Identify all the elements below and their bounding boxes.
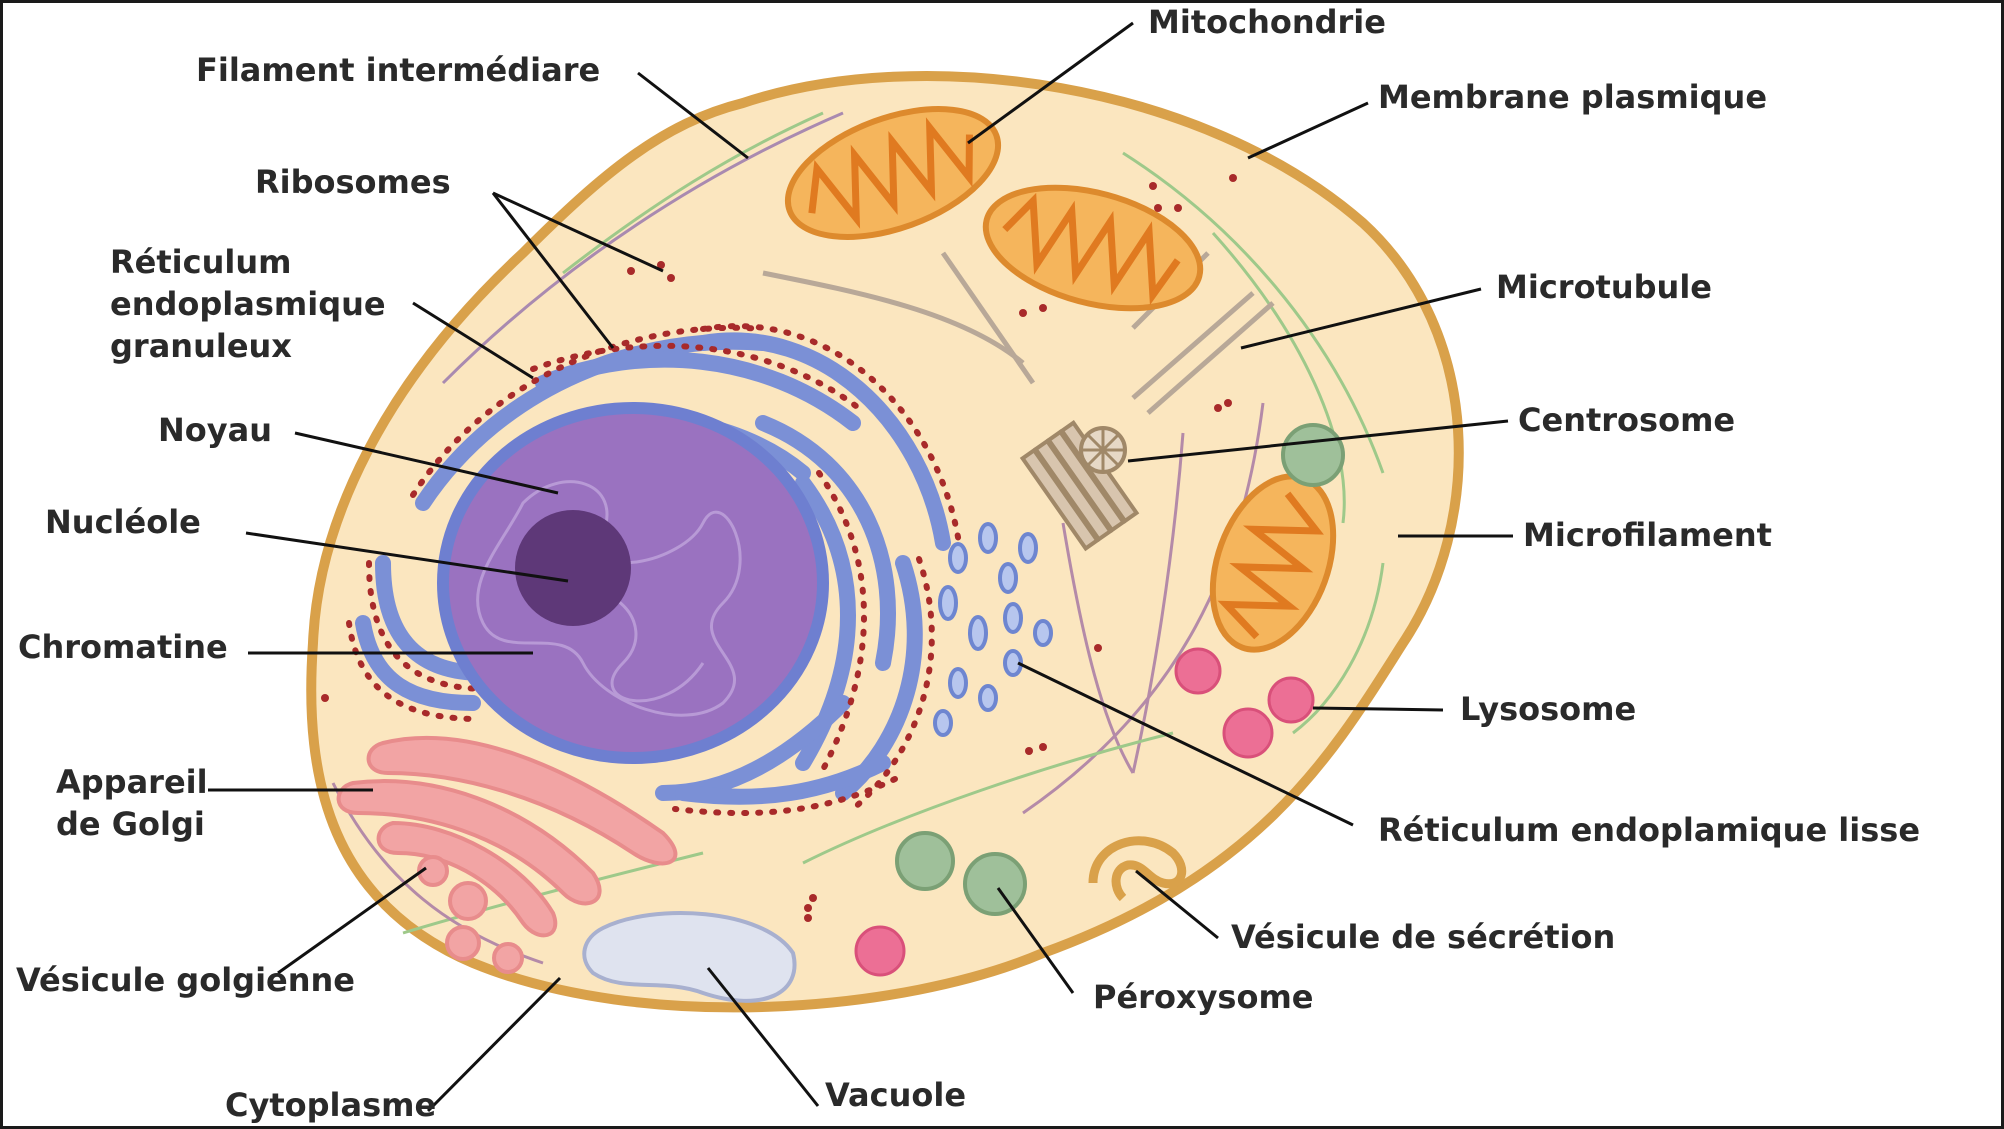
label-reticulum-line-1: Réticulum — [110, 243, 291, 281]
golgi-shape — [336, 735, 678, 974]
label-centrosome: Centrosome — [1518, 401, 1735, 439]
mitochondria — [784, 106, 1337, 653]
lysosomes — [854, 647, 1315, 977]
smooth-er — [933, 522, 1053, 737]
label-vesicule-golgienne: Vésicule golgienne — [16, 961, 355, 999]
label-microfilament: Microfilament — [1523, 516, 1772, 554]
label-vacuole: Vacuole — [825, 1076, 966, 1114]
plasma-membrane — [306, 71, 1464, 1013]
label-reticulum-line-3: granuleux — [110, 327, 292, 365]
label-cytoplasme: Cytoplasme — [225, 1086, 436, 1124]
label-lysosome: Lysosome — [1460, 690, 1636, 728]
label-ribosomes: Ribosomes — [255, 163, 451, 201]
label-golgi-line-2: de Golgi — [56, 805, 205, 843]
label-golgi-line-1: Appareil — [56, 763, 208, 801]
secretory-vesicle-shape — [1088, 836, 1187, 902]
label-peroxysome: Péroxysome — [1093, 978, 1314, 1016]
cell-diagram: Mitochondrie Filament intermédiare Membr… — [16, 3, 1920, 1124]
label-membrane-plasmique: Membrane plasmique — [1378, 78, 1767, 116]
centrosome-shape — [1019, 419, 1140, 552]
label-reticulum-lisse: Réticulum endoplamique lisse — [1378, 811, 1920, 849]
label-chromatine: Chromatine — [18, 628, 228, 666]
label-microtubule: Microtubule — [1496, 268, 1712, 306]
peroxisomes — [895, 423, 1345, 916]
nucleus-shape — [437, 402, 829, 764]
label-nucleole: Nucléole — [45, 503, 201, 541]
label-mitochondrie: Mitochondrie — [1148, 3, 1386, 41]
leader-lines — [208, 21, 1513, 1113]
free-ribosomes — [321, 174, 1237, 922]
labels: Mitochondrie Filament intermédiare Membr… — [16, 3, 1920, 1124]
er-ribosomes — [346, 323, 962, 817]
label-vesicule-secretion: Vésicule de sécrétion — [1231, 918, 1615, 956]
label-filament-intermediaire: Filament intermédiare — [196, 51, 600, 89]
label-noyau: Noyau — [158, 411, 272, 449]
label-reticulum-line-2: endoplasmique — [110, 285, 386, 323]
